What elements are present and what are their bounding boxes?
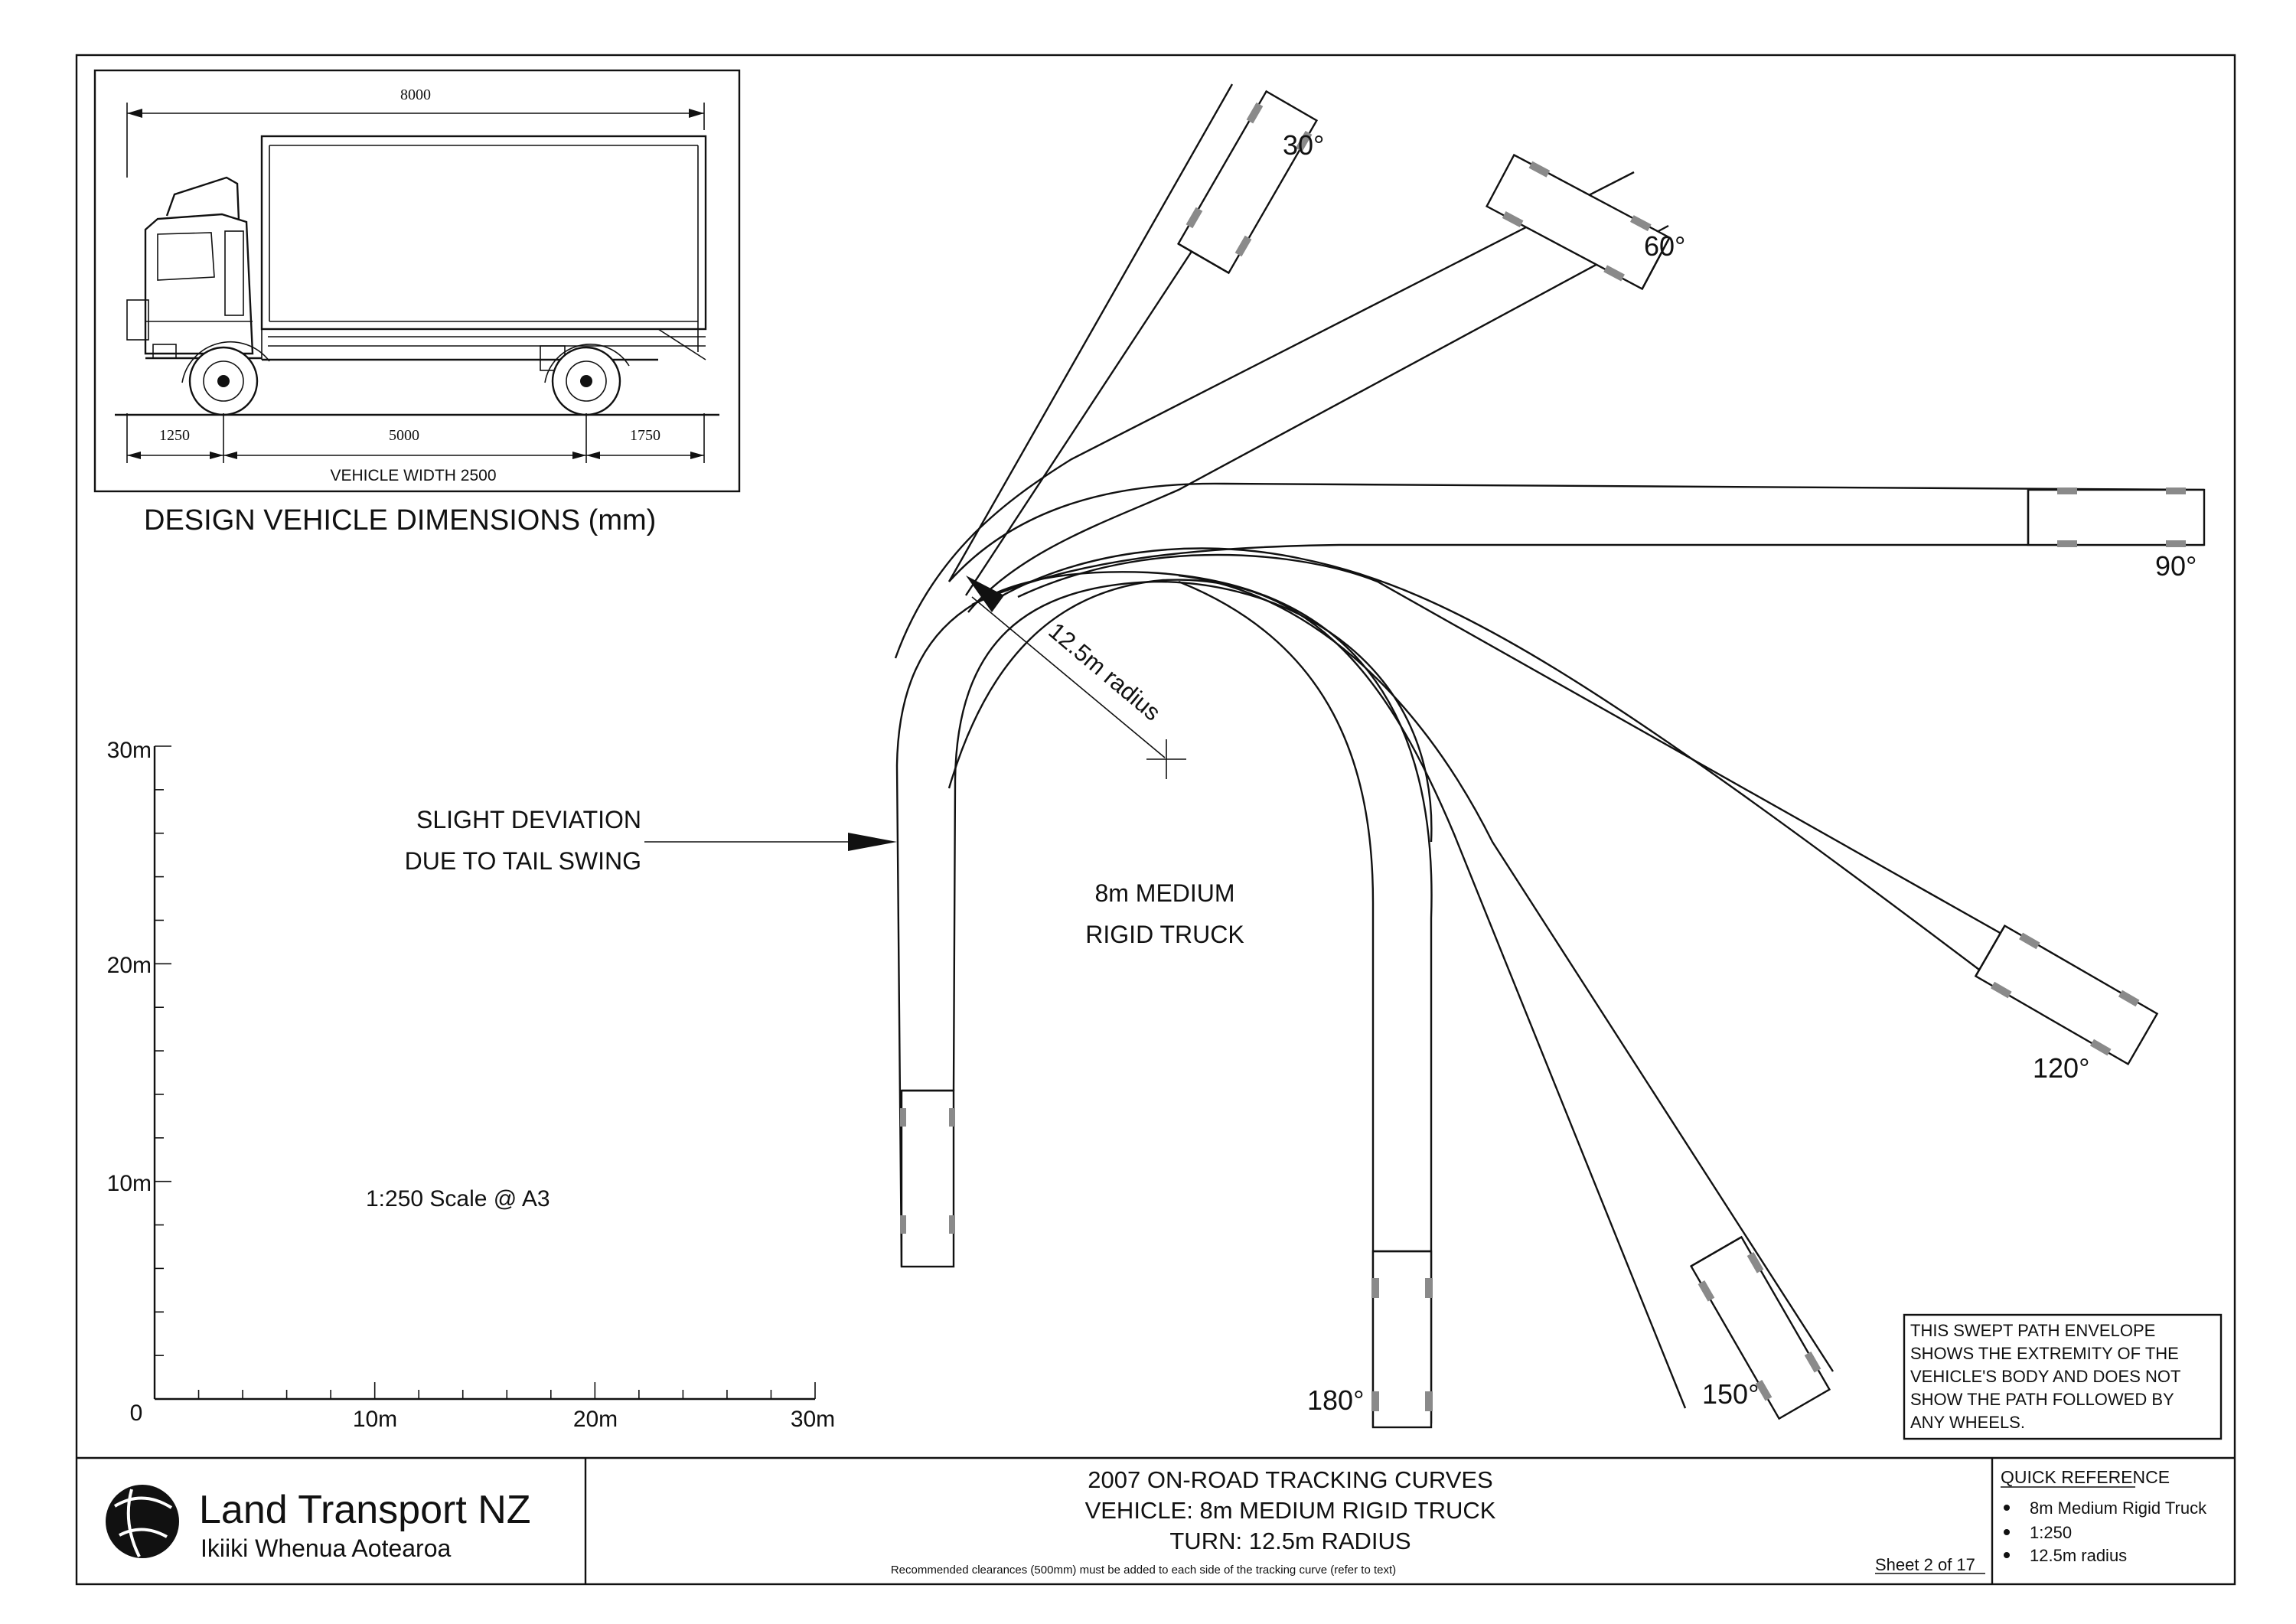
truck-150-position bbox=[1689, 1235, 1831, 1420]
sheet-number: Sheet 2 of 17 bbox=[1875, 1555, 1975, 1574]
scale-label-30m: 30m bbox=[107, 738, 152, 763]
quick-reference-item-1: 8m Medium Rigid Truck bbox=[2030, 1498, 2207, 1518]
scale-bar: 30m 20m 10m 0 10m 20m 30m bbox=[107, 738, 836, 1432]
turn-label-150: 150° bbox=[1702, 1378, 1759, 1410]
truck-120-position bbox=[1974, 924, 2159, 1066]
front-overhang-label: 1250 bbox=[159, 427, 190, 444]
land-transport-logo: Land Transport NZ Ikiiki Whenua Aotearoa bbox=[106, 1485, 531, 1562]
truck-side-view-icon bbox=[115, 135, 719, 416]
title-line1: 2007 ON-ROAD TRACKING CURVES bbox=[1088, 1466, 1492, 1493]
wheelbase-label: 5000 bbox=[389, 427, 419, 444]
title-line3: TURN: 12.5m RADIUS bbox=[1169, 1528, 1411, 1554]
design-vehicle-heading: DESIGN VEHICLE DIMENSIONS (mm) bbox=[144, 504, 656, 536]
vehicle-label-line2: RIGID TRUCK bbox=[1085, 921, 1244, 948]
scale-label-20m: 20m bbox=[107, 953, 152, 978]
truck-30-position bbox=[1176, 90, 1319, 275]
swept-path-30 bbox=[947, 83, 1234, 582]
truck-180-position bbox=[1371, 1250, 1433, 1429]
quick-reference-item-3: 12.5m radius bbox=[2030, 1546, 2127, 1565]
overall-length-label: 8000 bbox=[400, 86, 431, 103]
swept-path-envelopes bbox=[894, 83, 2205, 1427]
scale-label-h30m: 30m bbox=[791, 1407, 835, 1432]
drawing-frame bbox=[75, 54, 2236, 1586]
turn-label-120: 120° bbox=[2033, 1052, 2089, 1084]
truck-90-position bbox=[2027, 488, 2206, 547]
scale-note: 1:250 Scale @ A3 bbox=[366, 1186, 550, 1211]
svg-text:THIS SWEPT PATH ENVELOPE: THIS SWEPT PATH ENVELOPE bbox=[1910, 1321, 2155, 1340]
deviation-note-line1: SLIGHT DEVIATION bbox=[416, 806, 641, 833]
turn-label-60: 60° bbox=[1644, 230, 1685, 262]
title-line2: VEHICLE: 8m MEDIUM RIGID TRUCK bbox=[1085, 1497, 1496, 1524]
swept-path-180 bbox=[895, 571, 1433, 1423]
truck-60-position bbox=[1485, 153, 1671, 291]
swept-path-120 bbox=[987, 547, 1983, 973]
svg-text:SHOW THE PATH FOLLOWED BY: SHOW THE PATH FOLLOWED BY bbox=[1910, 1390, 2174, 1409]
svg-text:VEHICLE'S BODY AND DOES NOT: VEHICLE'S BODY AND DOES NOT bbox=[1910, 1367, 2180, 1386]
turn-label-90: 90° bbox=[2155, 550, 2197, 582]
rear-overhang-label: 1750 bbox=[630, 427, 660, 444]
quick-reference-heading: QUICK REFERENCE bbox=[2001, 1467, 2170, 1487]
turn-label-30: 30° bbox=[1283, 129, 1324, 161]
quick-reference-item-2: 1:250 bbox=[2030, 1523, 2072, 1542]
vehicle-width-label: VEHICLE WIDTH 2500 bbox=[330, 467, 496, 484]
svg-text:ANY WHEELS.: ANY WHEELS. bbox=[1910, 1413, 2025, 1432]
swept-path-150 bbox=[947, 579, 1687, 1409]
scale-label-h20m: 20m bbox=[573, 1407, 618, 1432]
truck-positions bbox=[900, 90, 2206, 1429]
deviation-note-line2: DUE TO TAIL SWING bbox=[405, 847, 641, 875]
scale-label-10m: 10m bbox=[107, 1171, 152, 1196]
swept-path-90 bbox=[948, 482, 2205, 582]
title-block: Land Transport NZ Ikiiki Whenua Aotearoa… bbox=[77, 1456, 2235, 1584]
envelope-note: THIS SWEPT PATH ENVELOPE SHOWS THE EXTRE… bbox=[1903, 1313, 2223, 1440]
clearance-note: Recommended clearances (500mm) must be a… bbox=[891, 1564, 1396, 1577]
logo-subname: Ikiiki Whenua Aotearoa bbox=[201, 1534, 452, 1562]
vehicle-dimensions-panel: 8000 bbox=[93, 69, 741, 493]
logo-name: Land Transport NZ bbox=[199, 1488, 531, 1532]
svg-text:SHOWS THE EXTREMITY OF THE: SHOWS THE EXTREMITY OF THE bbox=[1910, 1344, 2179, 1363]
swept-path-60 bbox=[894, 171, 1635, 659]
turn-label-180: 180° bbox=[1307, 1384, 1364, 1416]
vehicle-label-line1: 8m MEDIUM bbox=[1094, 879, 1234, 907]
scale-label-0: 0 bbox=[130, 1401, 143, 1426]
truck-start-position bbox=[900, 1089, 955, 1268]
scale-label-h10m: 10m bbox=[353, 1407, 397, 1432]
